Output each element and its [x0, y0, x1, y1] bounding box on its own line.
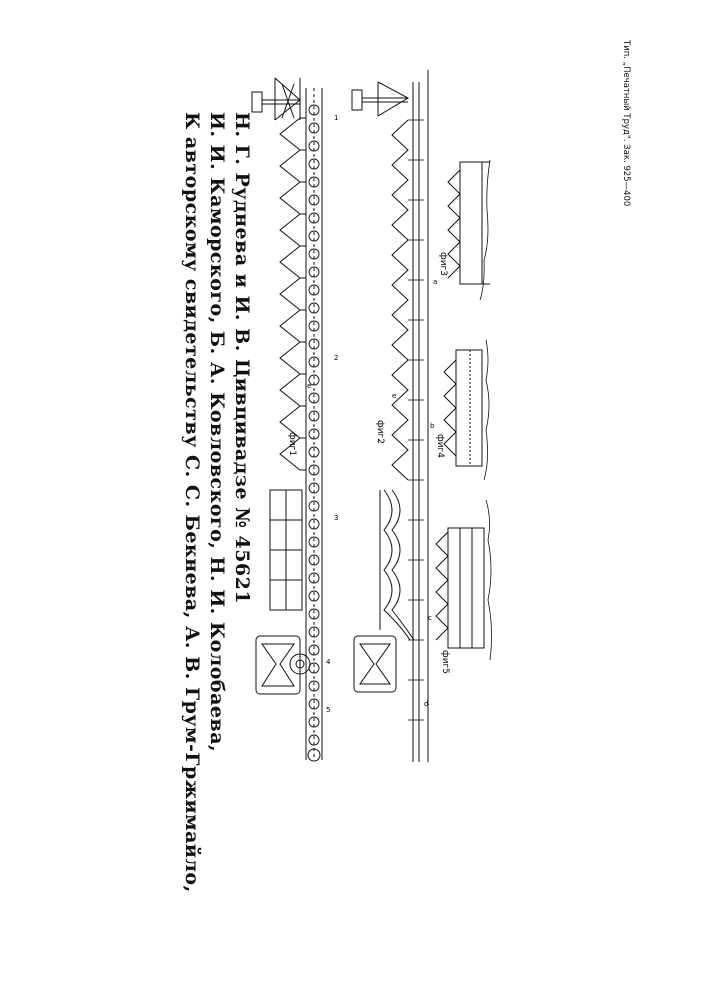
callout-5: 5	[326, 706, 330, 714]
callout-e-1: e	[307, 382, 311, 390]
fig4-label: фиг4	[435, 434, 445, 458]
fig1-label: фиг1	[287, 432, 297, 456]
callout-c: c	[428, 614, 432, 622]
callout-4: 4	[326, 658, 331, 666]
callout-a: a	[433, 278, 437, 286]
figure-1-drawing	[252, 78, 322, 761]
figure-5-drawing	[436, 500, 492, 660]
callout-2: 2	[334, 354, 338, 362]
callout-e-2: e	[392, 392, 396, 400]
callout-3: 3	[334, 514, 338, 522]
callout-1: 1	[334, 114, 338, 122]
figure-4-drawing	[444, 340, 489, 480]
callout-d: d	[424, 700, 428, 708]
fig3-label: фиг3	[438, 252, 448, 276]
fig5-label: фиг5	[440, 650, 450, 674]
figure-2-drawing	[352, 70, 428, 762]
callout-b: b	[430, 422, 435, 430]
fig2-label: фиг2	[375, 420, 385, 444]
figure-3-drawing	[448, 160, 490, 300]
